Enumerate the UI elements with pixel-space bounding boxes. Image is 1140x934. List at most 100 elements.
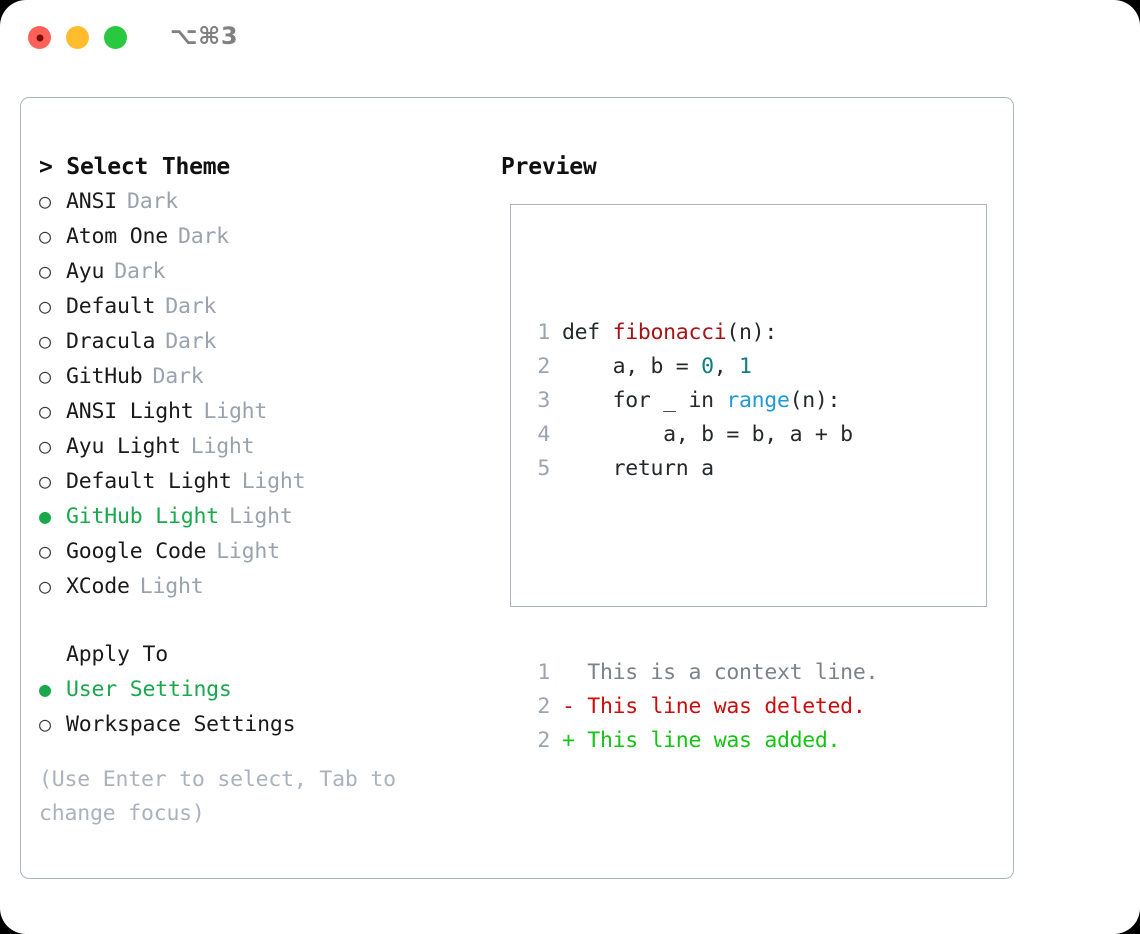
close-button[interactable] [28,26,51,49]
code-token-plain: a, b = [562,354,702,379]
minimize-button[interactable] [66,26,89,49]
theme-item-label: GitHub Light [66,504,219,529]
diff-line-text: This is a context line. [550,656,878,690]
theme-item-category: Dark [114,259,166,284]
theme-item-label: Google Code [66,539,207,564]
radio-unselected-icon[interactable]: ○ [39,712,51,736]
theme-item-label: XCode [66,574,130,599]
code-token-plain: def [562,320,613,345]
diff-body: This line was added. [574,728,841,753]
code-line: 5 return a [524,452,878,486]
radio-unselected-icon[interactable]: ○ [39,434,51,458]
diff-line-number: 2 [537,728,550,753]
theme-item-category: Light [241,469,306,494]
apply-to-list: ● User Settings ○ Workspace Settings [39,672,479,742]
theme-item-github[interactable]: ○ GitHub Dark [39,359,479,394]
select-theme-header: > Select Theme [39,154,231,180]
radio-selected-icon[interactable]: ● [39,677,51,701]
theme-item-label: Ayu Light [66,434,181,459]
diff-line-text: + This line was added. [550,724,840,758]
code-token-plain: for _ in [562,388,727,413]
theme-item-category: Dark [126,189,178,214]
code-line-text: a, b = 0, 1 [550,350,752,384]
diff-line-text: - This line was deleted. [550,690,866,724]
code-line-number: 3 [537,388,550,413]
theme-item-label: Default [66,294,156,319]
radio-unselected-icon[interactable]: ○ [39,539,51,563]
section-spacer [39,604,479,638]
radio-unselected-icon[interactable]: ○ [39,574,51,598]
blank-line [524,554,878,588]
theme-item-atom-one[interactable]: ○ Atom One Dark [39,219,479,254]
theme-item-category: Dark [165,329,217,354]
code-token-plain: return a [562,456,714,481]
apply-to-option-label: User Settings [66,677,232,702]
blank-linetext [550,554,575,588]
theme-item-google-code[interactable]: ○ Google Code Light [39,534,479,569]
radio-unselected-icon[interactable]: ○ [39,189,51,213]
blank-lineno [524,554,550,588]
code-token-num: 0 [701,354,714,379]
diff-marker [562,660,575,685]
theme-item-github-light[interactable]: ● GitHub Light Light [39,499,479,534]
theme-item-category: Dark [177,224,229,249]
radio-unselected-icon[interactable]: ○ [39,259,51,283]
keyboard-shortcut-label: ⌥⌘3 [170,22,239,50]
code-token-call: range [726,388,790,413]
radio-unselected-icon[interactable]: ○ [39,294,51,318]
radio-unselected-icon[interactable]: ○ [39,399,51,423]
diff-line-number: 1 [537,660,550,685]
diff-block: 1 This is a context line.2- This line wa… [524,656,878,758]
theme-item-ansi[interactable]: ○ ANSI Dark [39,184,479,219]
diff-marker: - [562,694,575,719]
theme-item-dracula[interactable]: ○ Dracula Dark [39,324,479,359]
theme-item-label: ANSI Light [66,399,194,424]
diff-marker: + [562,728,575,753]
apply-to-option-user-settings[interactable]: ● User Settings [39,672,479,707]
code-line: 2 a, b = 0, 1 [524,350,878,384]
radio-unselected-icon[interactable]: ○ [39,469,51,493]
theme-item-label: GitHub [66,364,143,389]
theme-item-label: ANSI [66,189,117,214]
title-bar: ⌥⌘3 [0,0,1140,78]
code-line: 3 for _ in range(n): [524,384,878,418]
code-line-text: for _ in range(n): [550,384,841,418]
diff-line-del: 2- This line was deleted. [524,690,878,724]
code-line-number: 5 [537,456,550,481]
code-token-fn: fibonacci [612,320,727,345]
code-token-plain: (n): [726,320,777,345]
code-token-num: 1 [739,354,752,379]
radio-unselected-icon[interactable]: ○ [39,329,51,353]
theme-item-label: Atom One [66,224,168,249]
theme-item-category: Light [228,504,293,529]
apply-to-option-label: Workspace Settings [66,712,296,737]
diff-line-add: 2+ This line was added. [524,724,878,758]
radio-unselected-icon[interactable]: ○ [39,364,51,388]
theme-item-label: Dracula [66,329,156,354]
theme-item-category: Light [216,539,280,564]
theme-item-category: Dark [152,364,204,389]
code-line-text: return a [550,452,714,486]
diff-body: This line was deleted. [574,694,866,719]
apply-to-option-workspace-settings[interactable]: ○ Workspace Settings [39,707,479,742]
diff-line-ctx: 1 This is a context line. [524,656,878,690]
code-token-plain: a, b = b, a + b [562,422,853,447]
radio-unselected-icon[interactable]: ○ [39,224,51,248]
maximize-button[interactable] [104,26,127,49]
radio-selected-icon[interactable]: ● [39,504,51,528]
preview-column: Preview [501,150,597,184]
diff-body: This is a context line. [574,660,879,685]
